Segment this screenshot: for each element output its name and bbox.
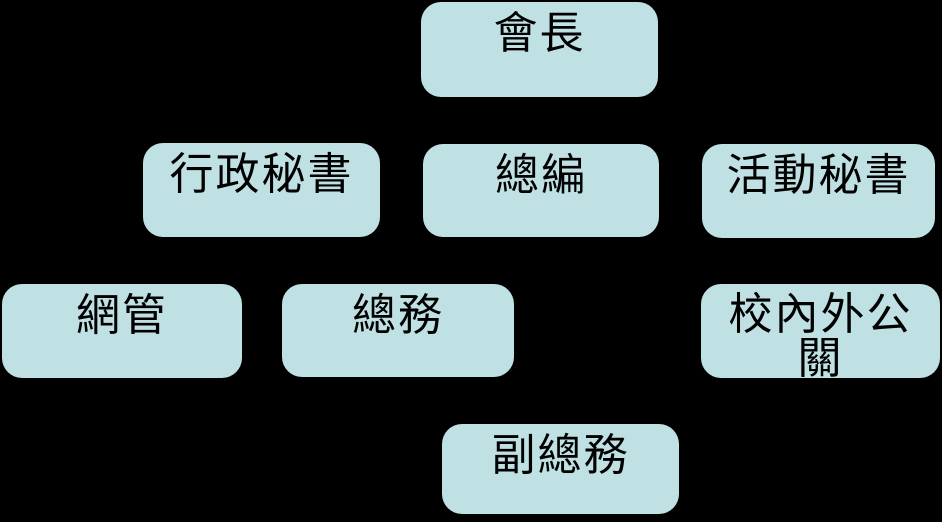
org-node-general-affairs: 總務 (282, 284, 514, 377)
org-node-president: 會長 (421, 2, 658, 97)
org-node-deputy-general-affairs: 副總務 (442, 424, 679, 514)
org-node-internal-external-pr: 校內外公關 (701, 284, 940, 381)
org-node-network-admin: 網管 (2, 284, 242, 378)
org-node-administrative-secretary: 行政秘書 (143, 143, 380, 237)
org-node-activity-secretary: 活動秘書 (702, 144, 935, 238)
org-node-editor-in-chief: 總編 (423, 144, 659, 237)
